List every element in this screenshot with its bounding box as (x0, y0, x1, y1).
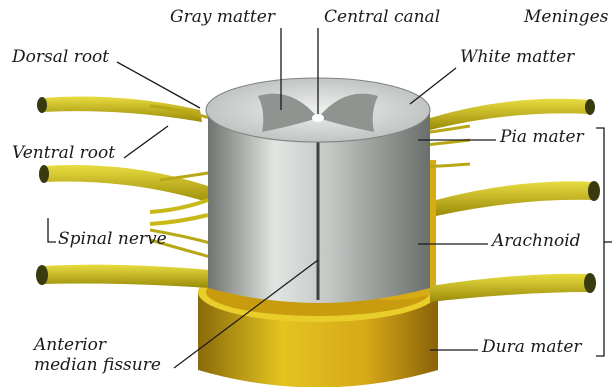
label-anterior-line1: Anterior (34, 336, 161, 356)
label-anterior-median-fissure: Anterior median fissure (34, 336, 161, 375)
label-spinal-nerve: Spinal nerve (58, 230, 167, 250)
label-pia-mater: Pia mater (500, 128, 584, 148)
pia-rootlets (150, 200, 208, 224)
label-arachnoid: Arachnoid (492, 232, 581, 252)
label-dorsal-root: Dorsal root (12, 48, 109, 68)
central-canal-shape (312, 114, 324, 122)
meninges-bracket (596, 128, 604, 356)
label-central-canal: Central canal (324, 8, 440, 28)
label-anterior-line2: median fissure (34, 356, 161, 376)
label-gray-matter: Gray matter (170, 8, 275, 28)
leader-spinal-nerve (48, 218, 56, 242)
label-dura-mater: Dura mater (482, 338, 582, 358)
leader-ventral-root (124, 126, 168, 158)
leader-white-matter (410, 68, 456, 104)
label-meninges: Meninges (524, 8, 608, 28)
label-white-matter: White matter (460, 48, 574, 68)
label-ventral-root: Ventral root (12, 144, 115, 164)
left-spinal-nerves (36, 97, 214, 289)
